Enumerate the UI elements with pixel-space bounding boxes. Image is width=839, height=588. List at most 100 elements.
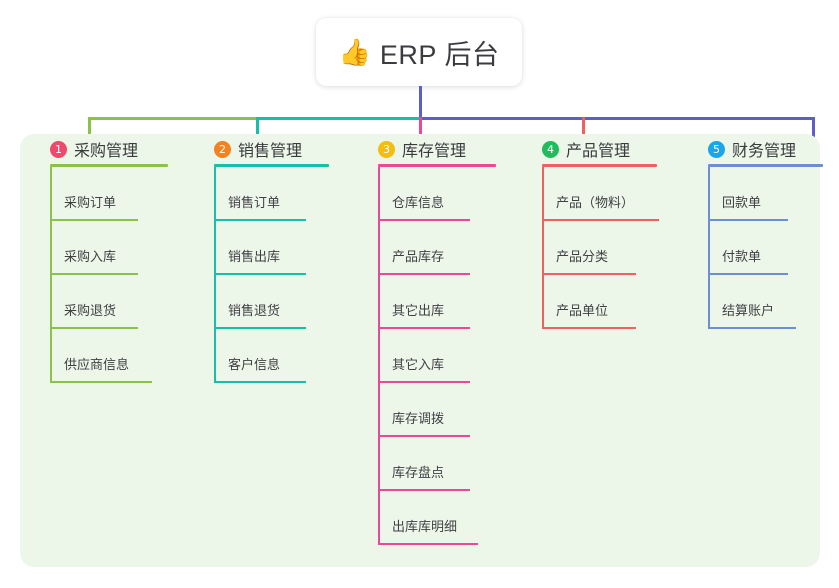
list-item[interactable]: 出库库明细 [360,491,496,545]
list-item-rule [708,219,788,221]
list-item[interactable]: 库存盘点 [360,437,496,491]
list-item[interactable]: 客户信息 [196,329,329,383]
column-2: 2 销售管理销售订单销售出库销售退货客户信息 [196,134,329,383]
column-badge-5: 5 [708,140,725,158]
column-badge-2: 2 [214,140,231,158]
list-item[interactable]: 产品分类 [524,221,657,275]
column-badge-3: 3 [378,140,395,158]
column-spine-2 [214,167,216,383]
list-item[interactable]: 销售退货 [196,275,329,329]
list-item[interactable]: 回款单 [690,167,823,221]
column-title-3: 库存管理 [402,143,467,160]
thumbs-up-icon: 👍 [338,37,371,67]
root-node[interactable]: 👍 ERP 后台 [316,18,522,86]
column-header-1[interactable]: 1 采购管理 [32,134,168,164]
bus-segment-2 [256,117,422,120]
column-spine-1 [50,167,52,383]
column-title-2: 销售管理 [238,143,303,160]
column-4: 4 产品管理产品（物料） 产品分类产品单位 [524,134,659,329]
list-item-label: 销售订单 [228,195,281,210]
list-item[interactable]: 其它入库 [360,329,496,383]
list-item-label: 库存调拨 [392,411,445,426]
page-title: ERP 后台 [379,39,500,70]
list-item-rule [214,219,306,221]
list-item[interactable]: 产品库存 [360,221,496,275]
column-rule-1 [50,164,168,167]
list-item[interactable]: 付款单 [690,221,823,275]
list-item-rule [50,381,152,383]
column-rule-5 [708,164,823,167]
column-badge-1: 1 [50,140,67,158]
column-rule-2 [214,164,329,167]
content-panel: 1 采购管理采购订单采购入库采购退货供应商信息 2 销售管理销售订单销售出库销售退货客… [20,134,823,567]
list-item[interactable]: 销售出库 [196,221,329,275]
column-header-3[interactable]: 3 库存管理 [360,134,496,164]
column-title-5: 财务管理 [732,143,797,160]
list-item[interactable]: 仓库信息 [360,167,496,221]
list-item-rule [542,219,659,221]
list-item-label: 付款单 [722,249,762,264]
list-item-rule [214,381,306,383]
list-item[interactable]: 产品单位 [524,275,657,329]
list-item-rule [214,273,306,275]
column-items-4: 产品（物料） 产品分类产品单位 [524,167,659,329]
column-spine-4 [542,167,544,329]
column-rule-4 [542,164,657,167]
list-item[interactable]: 库存调拨 [360,383,496,437]
list-item-rule [378,219,470,221]
list-item-rule [378,489,470,491]
list-item[interactable]: 其它出库 [360,275,496,329]
column-3: 3 库存管理仓库信息产品库存其它出库其它入库库存调拨库存盘点出库库明细 [360,134,496,545]
list-item[interactable]: 产品（物料） [524,167,659,221]
list-item[interactable]: 采购入库 [32,221,168,275]
list-item[interactable]: 结算账户 [690,275,823,329]
list-item-rule [50,327,138,329]
list-item[interactable]: 供应商信息 [32,329,168,383]
list-item[interactable]: 销售订单 [196,167,329,221]
list-item-label: 回款单 [722,195,762,210]
list-item-label: 采购订单 [64,195,117,210]
list-item[interactable]: 采购退货 [32,275,168,329]
list-item-rule [378,543,478,545]
list-item[interactable]: 采购订单 [32,167,168,221]
list-item-rule [50,219,138,221]
list-item-label: 销售退货 [228,303,281,318]
column-title-4: 产品管理 [566,143,631,160]
column-5: 5 财务管理回款单付款单结算账户 [690,134,823,329]
column-badge-4: 4 [542,140,559,158]
list-item-label: 其它出库 [392,303,445,318]
list-item-label: 产品库存 [392,249,445,264]
list-item-label: 销售出库 [228,249,281,264]
column-items-1: 采购订单采购入库采购退货供应商信息 [32,167,168,383]
list-item-label: 采购入库 [64,249,117,264]
column-items-2: 销售订单销售出库销售退货客户信息 [196,167,329,383]
list-item-label: 客户信息 [228,357,281,372]
list-item-rule [378,435,470,437]
list-item-label: 产品单位 [556,303,609,318]
column-header-2[interactable]: 2 销售管理 [196,134,329,164]
list-item-label: 结算账户 [722,303,775,318]
list-item-rule [378,381,470,383]
column-header-5[interactable]: 5 财务管理 [690,134,823,164]
list-item-rule [214,327,306,329]
column-spine-3 [378,167,380,545]
list-item-rule [708,327,796,329]
bus-segment-3 [419,117,585,120]
column-spine-5 [708,167,710,329]
column-1: 1 采购管理采购订单采购入库采购退货供应商信息 [32,134,168,383]
list-item-rule [708,273,788,275]
list-item-rule [378,327,470,329]
column-header-4[interactable]: 4 产品管理 [524,134,657,164]
bus-segment-1 [88,117,259,120]
list-item-rule [542,327,636,329]
root-connector-drop [419,86,422,120]
list-item-label: 其它入库 [392,357,445,372]
list-item-label: 仓库信息 [392,195,445,210]
list-item-rule [542,273,636,275]
column-items-5: 回款单付款单结算账户 [690,167,823,329]
list-item-label: 供应商信息 [64,357,130,372]
list-item-label: 产品分类 [556,249,609,264]
column-title-1: 采购管理 [74,143,139,160]
list-item-label: 库存盘点 [392,465,445,480]
